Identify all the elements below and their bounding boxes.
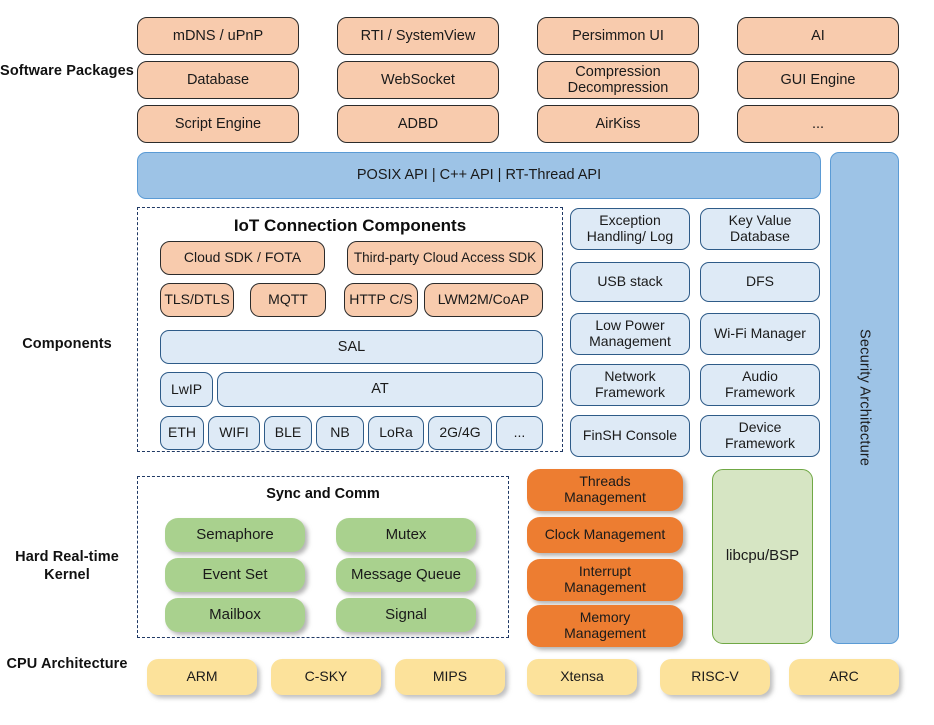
sync-box[interactable]: Semaphore — [165, 518, 305, 552]
iot-link-box[interactable]: ETH — [160, 416, 204, 450]
sync-box[interactable]: Mailbox — [165, 598, 305, 632]
package-box[interactable]: Persimmon UI — [537, 17, 699, 55]
component-box[interactable]: Key Value Database — [700, 208, 820, 250]
iot-sal-box[interactable]: SAL — [160, 330, 543, 364]
component-box[interactable]: Wi-Fi Manager — [700, 313, 820, 355]
component-box[interactable]: USB stack — [570, 262, 690, 302]
iot-protocol-box[interactable]: HTTP C/S — [344, 283, 418, 317]
package-box[interactable]: AirKiss — [537, 105, 699, 143]
iot-protocol-box[interactable]: MQTT — [250, 283, 326, 317]
cpu-arch-box[interactable]: C-SKY — [271, 659, 381, 695]
package-box[interactable]: mDNS / uPnP — [137, 17, 299, 55]
iot-thirdparty-cloud-box[interactable]: Third-party Cloud Access SDK — [347, 241, 543, 275]
api-bar[interactable]: POSIX API | C++ API | RT-Thread API — [137, 152, 821, 199]
package-box[interactable]: ADBD — [337, 105, 499, 143]
component-box[interactable]: Audio Framework — [700, 364, 820, 406]
cpu-arch-box[interactable]: MIPS — [395, 659, 505, 695]
component-box[interactable]: Network Framework — [570, 364, 690, 406]
package-box[interactable]: Database — [137, 61, 299, 99]
component-box[interactable]: DFS — [700, 262, 820, 302]
iot-protocol-box[interactable]: TLS/DTLS — [160, 283, 234, 317]
package-box[interactable]: GUI Engine — [737, 61, 899, 99]
component-box[interactable]: Device Framework — [700, 415, 820, 457]
sync-and-comm-group: Sync and Comm — [137, 476, 509, 638]
component-box[interactable]: FinSH Console — [570, 415, 690, 457]
sync-box[interactable]: Signal — [336, 598, 476, 632]
iot-connection-components-group: IoT Connection Components — [137, 207, 563, 452]
package-box[interactable]: Script Engine — [137, 105, 299, 143]
package-box[interactable]: WebSocket — [337, 61, 499, 99]
package-box[interactable]: Compression Decompression — [537, 61, 699, 99]
cpu-arch-box[interactable]: Xtensa — [527, 659, 637, 695]
security-architecture-bar[interactable]: Security Architecture — [830, 152, 899, 644]
iot-lwip-box[interactable]: LwIP — [160, 372, 213, 407]
security-architecture-label: Security Architecture — [856, 329, 873, 467]
iot-link-box[interactable]: ... — [496, 416, 543, 450]
iot-link-box[interactable]: BLE — [264, 416, 312, 450]
cpu-arch-box[interactable]: ARC — [789, 659, 899, 695]
iot-link-box[interactable]: WIFI — [208, 416, 260, 450]
row-label-kernel: Hard Real-time Kernel — [15, 549, 119, 584]
iot-link-box[interactable]: 2G/4G — [428, 416, 492, 450]
component-box[interactable]: Exception Handling/ Log — [570, 208, 690, 250]
package-box[interactable]: RTI / SystemView — [337, 17, 499, 55]
kernel-service-box[interactable]: Clock Management — [527, 517, 683, 553]
iot-group-title: IoT Connection Components — [233, 216, 467, 235]
row-label-components: Components — [22, 336, 112, 352]
sync-box[interactable]: Event Set — [165, 558, 305, 592]
iot-at-box[interactable]: AT — [217, 372, 543, 407]
cpu-arch-box[interactable]: RISC-V — [660, 659, 770, 695]
libcpu-bsp-box[interactable]: libcpu/BSP — [712, 469, 813, 644]
kernel-service-box[interactable]: Memory Management — [527, 605, 683, 647]
row-label-cpu-architecture: CPU Architecture — [6, 656, 128, 672]
kernel-service-box[interactable]: Interrupt Management — [527, 559, 683, 601]
row-label-software-packages: Software Packages — [0, 63, 134, 79]
sync-and-comm-title: Sync and Comm — [266, 486, 380, 502]
iot-protocol-box[interactable]: LWM2M/CoAP — [424, 283, 543, 317]
iot-link-box[interactable]: NB — [316, 416, 364, 450]
package-box[interactable]: ... — [737, 105, 899, 143]
sync-box[interactable]: Mutex — [336, 518, 476, 552]
kernel-service-box[interactable]: Threads Management — [527, 469, 683, 511]
iot-cloud-sdk-box[interactable]: Cloud SDK / FOTA — [160, 241, 325, 275]
cpu-arch-box[interactable]: ARM — [147, 659, 257, 695]
package-box[interactable]: AI — [737, 17, 899, 55]
sync-box[interactable]: Message Queue — [336, 558, 476, 592]
component-box[interactable]: Low Power Management — [570, 313, 690, 355]
iot-link-box[interactable]: LoRa — [368, 416, 424, 450]
